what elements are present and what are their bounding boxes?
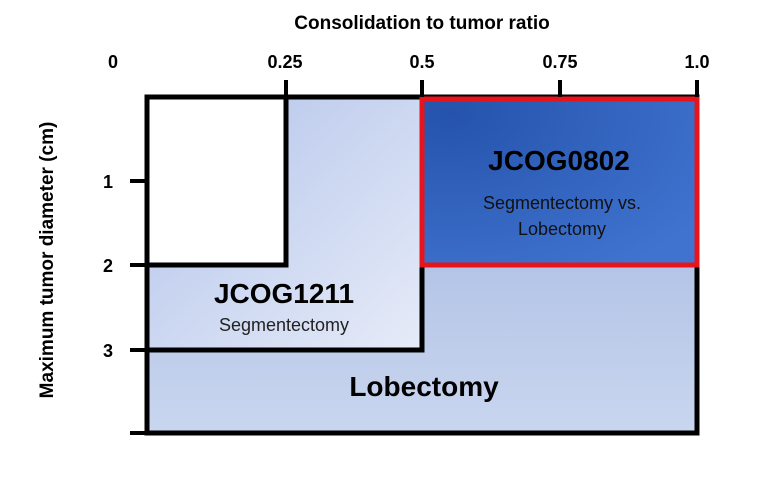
jcog0802-subtitle: Segmentectomy vs. <box>483 193 641 213</box>
jcog0802-border <box>419 96 700 268</box>
y-tick-label: 1 <box>103 172 113 192</box>
small-tumor-region <box>147 97 286 265</box>
x-tick-label: 1.0 <box>684 52 709 72</box>
x-tick-label: 0 <box>108 52 118 72</box>
jcog1211-title: JCOG1211 <box>214 278 354 309</box>
small-box-border <box>147 97 289 268</box>
lobectomy-title: Lobectomy <box>349 371 499 402</box>
y-axis-title: Maximum tumor diameter (cm) <box>37 122 58 399</box>
jcog0802-region <box>422 97 697 265</box>
x-tick-label: 0.5 <box>409 52 434 72</box>
y-tick-label: 2 <box>103 256 113 276</box>
jcog0802-subtitle: Lobectomy <box>518 219 606 239</box>
x-axis-title: Consolidation to tumor ratio <box>294 13 549 34</box>
jcog0802-title: JCOG0802 <box>488 145 630 176</box>
jcog1211-subtitle: Segmentectomy <box>219 315 349 335</box>
y-tick-label: 3 <box>103 341 113 361</box>
x-tick-label: 0.75 <box>542 52 577 72</box>
x-tick-label: 0.25 <box>267 52 302 72</box>
